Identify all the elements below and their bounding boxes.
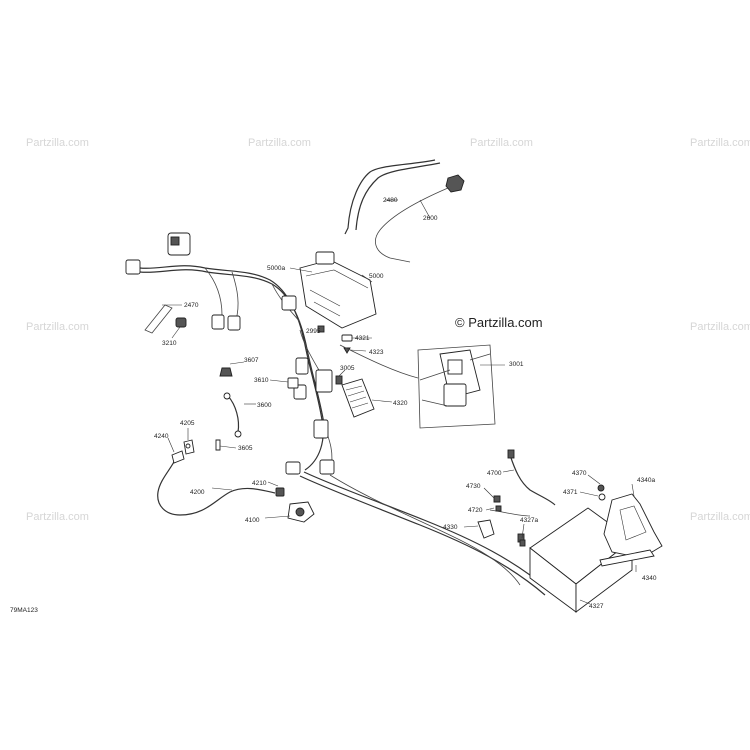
callout-label: 3005 [340,365,355,372]
watermark: Partzilla.com [470,137,533,149]
hardware-4370 [579,474,606,501]
callout-label: 4700 [487,470,502,477]
callout-label: 2470 [184,302,199,309]
callout-label: 3610 [254,377,269,384]
ecm-module [289,251,377,329]
callout-label: 4327a [520,517,538,524]
callout-label: 5000 [369,273,384,280]
callout-label: 3607 [244,357,259,364]
watermark: Partzilla.com [690,511,750,523]
callout-label: 4321 [355,335,370,342]
callout-label: 3605 [238,445,253,452]
callout-label: 2995 [306,328,321,335]
callout-label: 4340 [642,575,657,582]
callout-label: 4327 [589,603,604,610]
callout-label: 4240 [154,433,169,440]
callout-label: 4320 [393,400,408,407]
part-4330 [463,519,495,539]
diagram-code: 79MA123 [10,607,38,614]
sensor-4321 [317,325,372,354]
watermark-layer: Partzilla.com Partzilla.com Partzilla.co… [26,137,750,523]
callout-label: 4370 [572,470,587,477]
callout-label: 2480 [383,197,398,204]
watermark: Partzilla.com [26,321,89,333]
callout-label: 4100 [245,517,260,524]
main-harness [125,232,335,475]
fuse-box [341,378,393,418]
callout-label: 4205 [180,420,195,427]
callout-label: 5000a [267,265,285,272]
callout-label: 4200 [190,489,205,496]
callout-label: 3210 [162,340,177,347]
battery-cables-left [157,428,315,523]
part-3005 [335,369,346,385]
ground-cables [215,361,299,451]
callout-label: 4340a [637,477,655,484]
watermark: Partzilla.com [26,137,89,149]
callout-label: 4330 [443,524,458,531]
battery-main-cable [299,471,550,596]
watermark: Partzilla.com [690,321,750,333]
callout-label: 4371 [563,489,578,496]
callout-label: 4730 [466,483,481,490]
callout-label: 2600 [423,215,438,222]
detail-inset [339,344,505,429]
watermark: Partzilla.com [26,511,89,523]
callout-labels: 2480 2600 5000a 5000 2470 3210 2995 4321… [154,197,657,610]
watermark: Partzilla.com [248,137,311,149]
callout-label: 4323 [369,349,384,356]
battery-cable-pos [483,449,556,517]
callout-label: 4720 [468,507,483,514]
antenna-wires [344,159,465,263]
battery-bracket [599,483,663,572]
callout-label: 3001 [509,361,524,368]
watermark: Partzilla.com [690,137,750,149]
part-4327a [519,523,526,547]
watermark-main: © Partzilla.com [455,315,543,330]
callout-label: 3600 [257,402,272,409]
part-2470-3210 [144,304,187,339]
callout-label: 4210 [252,480,267,487]
